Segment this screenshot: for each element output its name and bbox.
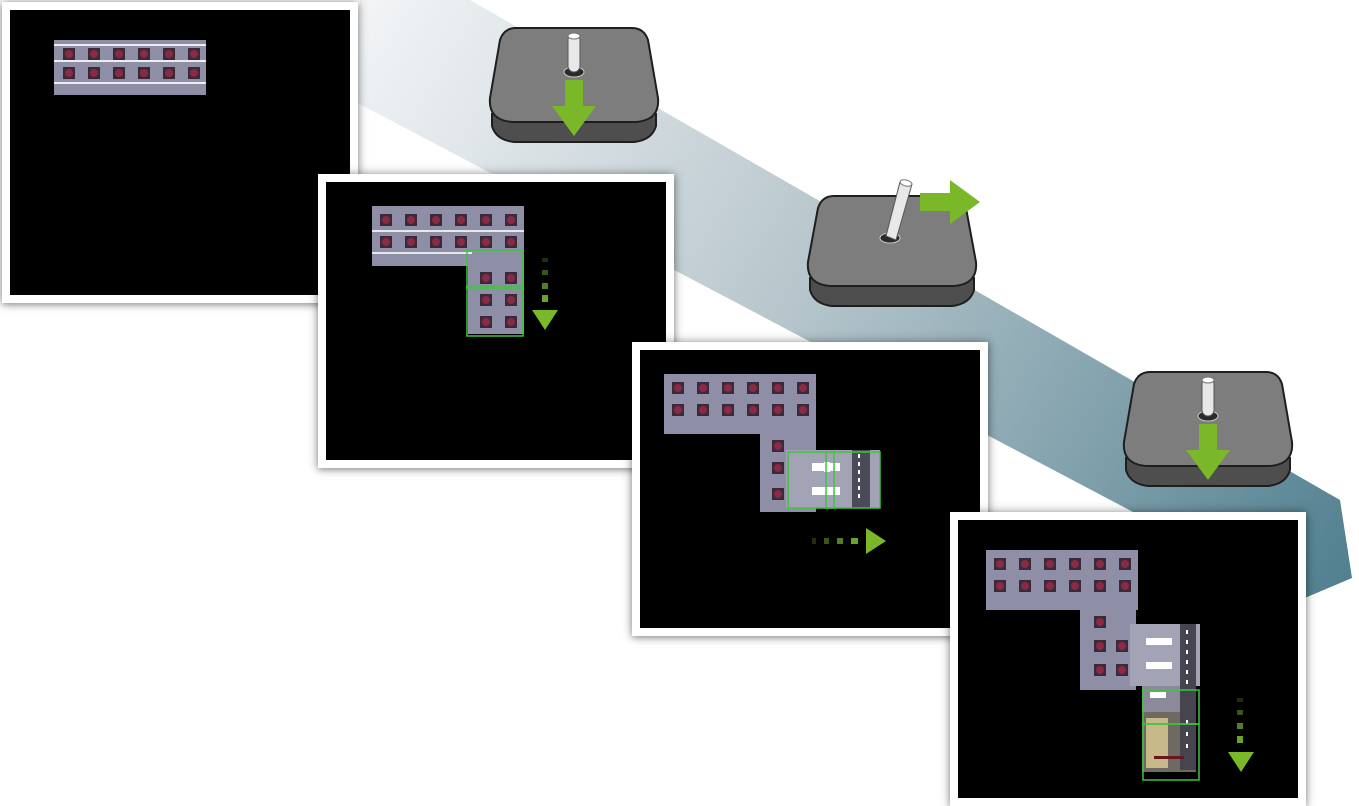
stitched-tile-1 <box>372 206 524 334</box>
scan-frame-current <box>466 285 524 337</box>
scan-frame-previous <box>466 249 524 289</box>
scan-panel-step-3 <box>632 342 988 636</box>
arrow-down-dotted-icon <box>1228 698 1254 772</box>
scan-panel-step-1 <box>2 2 358 303</box>
arrow-right-dotted-icon <box>812 528 886 554</box>
scan-frame-previous <box>787 451 835 509</box>
arrow-down-dotted-icon <box>532 258 558 330</box>
scan-panel-1-graphic <box>54 40 206 95</box>
stitched-tile-1 <box>54 40 206 95</box>
joystick-down-icon <box>488 27 660 143</box>
joystick-right-icon <box>806 179 980 307</box>
scan-frame-current <box>1142 723 1200 781</box>
joystick-down-icon <box>1122 371 1294 487</box>
stitched-tile-1 <box>986 550 1200 772</box>
scan-panel-step-2 <box>318 174 674 468</box>
stitched-tile-1 <box>664 374 880 512</box>
scan-panel-3-graphic <box>664 374 886 554</box>
scan-panel-step-4 <box>950 512 1306 806</box>
scan-frame-current <box>825 451 881 509</box>
scan-panel-4-graphic <box>986 550 1254 781</box>
scan-panel-2-graphic <box>372 206 558 337</box>
